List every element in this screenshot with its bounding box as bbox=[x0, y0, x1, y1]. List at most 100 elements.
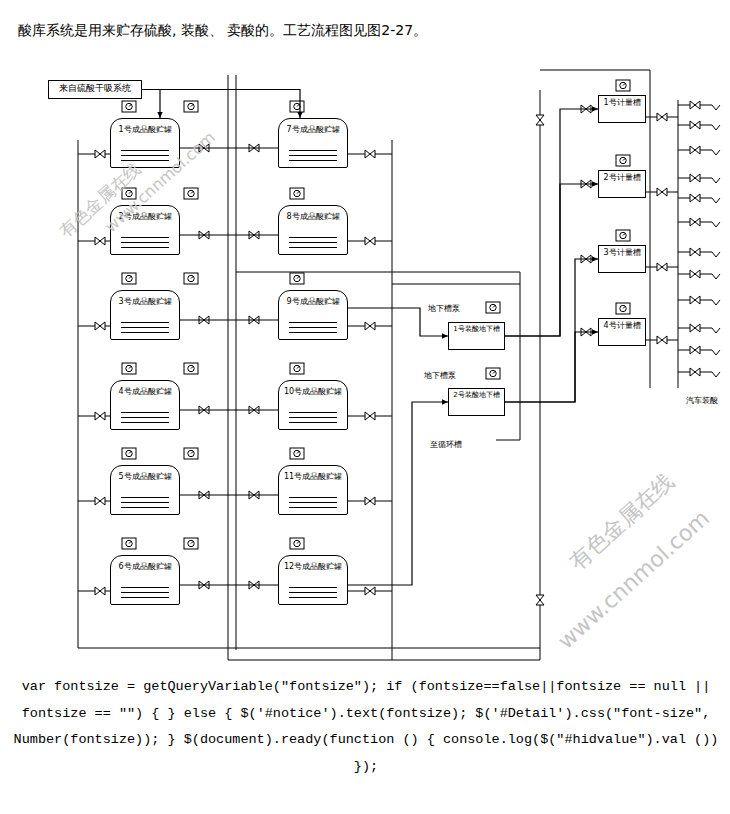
pipe bbox=[540, 90, 541, 660]
discharge-arrow bbox=[712, 178, 720, 183]
pipe bbox=[236, 272, 520, 273]
tank: 5号成品酸贮罐 bbox=[110, 465, 180, 515]
instrument-symbol bbox=[616, 303, 630, 314]
liquid-level bbox=[289, 497, 337, 498]
tank: 6号成品酸贮罐 bbox=[110, 555, 180, 605]
valve-symbol bbox=[690, 368, 700, 376]
pipe-connector bbox=[180, 584, 278, 585]
instrument-symbol bbox=[184, 448, 198, 459]
discharge-arrow bbox=[712, 222, 720, 227]
pipe-connector bbox=[505, 109, 598, 336]
liquid-level bbox=[289, 587, 337, 588]
valve-symbol bbox=[95, 412, 105, 420]
valve-symbol bbox=[536, 115, 544, 125]
liquid-level bbox=[121, 417, 169, 418]
instrument-symbol bbox=[122, 363, 136, 374]
instrument-symbol bbox=[290, 273, 304, 284]
instrument-symbol bbox=[122, 101, 136, 112]
liquid-level bbox=[289, 155, 337, 156]
valve-symbol bbox=[365, 237, 375, 245]
pipe bbox=[678, 100, 679, 388]
liquid-level bbox=[289, 332, 337, 333]
node-label: 1号装酸地下槽 bbox=[449, 323, 504, 333]
tank: 4号成品酸贮罐 bbox=[110, 380, 180, 430]
valve-symbol bbox=[690, 324, 700, 332]
node-label: 11号成品酸贮罐 bbox=[279, 466, 347, 482]
code-text: var fontsize = getQueryVariable("fontsiz… bbox=[10, 674, 722, 780]
tank: 11号成品酸贮罐 bbox=[278, 465, 348, 515]
node-label: 6号成品酸贮罐 bbox=[111, 556, 179, 572]
liquid-level bbox=[289, 412, 337, 413]
tank: 3号成品酸贮罐 bbox=[110, 290, 180, 340]
liquid-level bbox=[289, 242, 337, 243]
instrument-symbol bbox=[122, 538, 136, 549]
valve-symbol bbox=[365, 497, 375, 505]
pipe bbox=[228, 75, 229, 660]
node-label: 3号计量槽 bbox=[599, 246, 645, 258]
metering-tank: 3号计量槽 bbox=[598, 245, 646, 273]
discharge-arrow bbox=[712, 125, 720, 130]
liquid-level bbox=[121, 150, 169, 151]
discharge-arrow bbox=[712, 328, 720, 333]
node-label: 7号成品酸贮罐 bbox=[279, 119, 347, 135]
valve-symbol bbox=[690, 248, 700, 256]
liquid-level bbox=[289, 327, 337, 328]
discharge-arrow bbox=[712, 252, 720, 257]
pipe-connector bbox=[505, 259, 598, 402]
liquid-level bbox=[121, 412, 169, 413]
tank: 10号成品酸贮罐 bbox=[278, 380, 348, 430]
instrument-symbol bbox=[290, 448, 304, 459]
instrument-symbol bbox=[122, 448, 136, 459]
instrument-symbol bbox=[184, 188, 198, 199]
liquid-level bbox=[289, 160, 337, 161]
instrument-symbol bbox=[290, 538, 304, 549]
valve-symbol bbox=[690, 101, 700, 109]
metering-tank: 4号计量槽 bbox=[598, 318, 646, 346]
tank: 8号成品酸贮罐 bbox=[278, 205, 348, 255]
instrument-symbol bbox=[290, 188, 304, 199]
valve-symbol bbox=[657, 263, 667, 271]
liquid-level bbox=[289, 322, 337, 323]
liquid-level bbox=[121, 332, 169, 333]
tank: 9号成品酸贮罐 bbox=[278, 290, 348, 340]
pipe bbox=[392, 140, 393, 660]
pipe-connector bbox=[180, 234, 278, 235]
instrument-symbol bbox=[616, 155, 630, 166]
instrument-symbol bbox=[486, 302, 500, 313]
discharge-arrow bbox=[712, 372, 720, 377]
discharge-arrow bbox=[712, 150, 720, 155]
node-label: 10号成品酸贮罐 bbox=[279, 381, 347, 397]
instrument-symbol bbox=[184, 273, 198, 284]
instrument-symbol bbox=[290, 101, 304, 112]
liquid-level bbox=[289, 422, 337, 423]
valve-symbol bbox=[690, 346, 700, 354]
instrument-symbol bbox=[122, 273, 136, 284]
pipe-connector bbox=[180, 494, 278, 495]
source-box: 来自硫酸干吸系统 bbox=[48, 80, 142, 99]
valve-symbol bbox=[690, 194, 700, 202]
metering-tank: 2号计量槽 bbox=[598, 170, 646, 198]
liquid-level bbox=[121, 322, 169, 323]
outlet-label: 汽车装酸 bbox=[686, 396, 718, 406]
instrument-symbol bbox=[184, 538, 198, 549]
valve-symbol bbox=[365, 412, 375, 420]
node-label: 来自硫酸干吸系统 bbox=[49, 81, 141, 94]
liquid-level bbox=[121, 497, 169, 498]
liquid-level bbox=[121, 242, 169, 243]
node-label: 12号成品酸贮罐 bbox=[279, 556, 347, 572]
discharge-arrow bbox=[712, 300, 720, 305]
discharge-arrow bbox=[712, 274, 720, 279]
valve-symbol bbox=[657, 336, 667, 344]
discharge-arrow bbox=[712, 105, 720, 110]
pipe-connector bbox=[505, 332, 598, 402]
valve-symbol bbox=[365, 150, 375, 158]
liquid-level bbox=[121, 592, 169, 593]
valve-symbol bbox=[657, 188, 667, 196]
liquid-level bbox=[289, 597, 337, 598]
liquid-level bbox=[121, 597, 169, 598]
valve-symbol bbox=[95, 237, 105, 245]
valve-symbol bbox=[690, 218, 700, 226]
discharge-arrow bbox=[712, 350, 720, 355]
liquid-level bbox=[121, 327, 169, 328]
